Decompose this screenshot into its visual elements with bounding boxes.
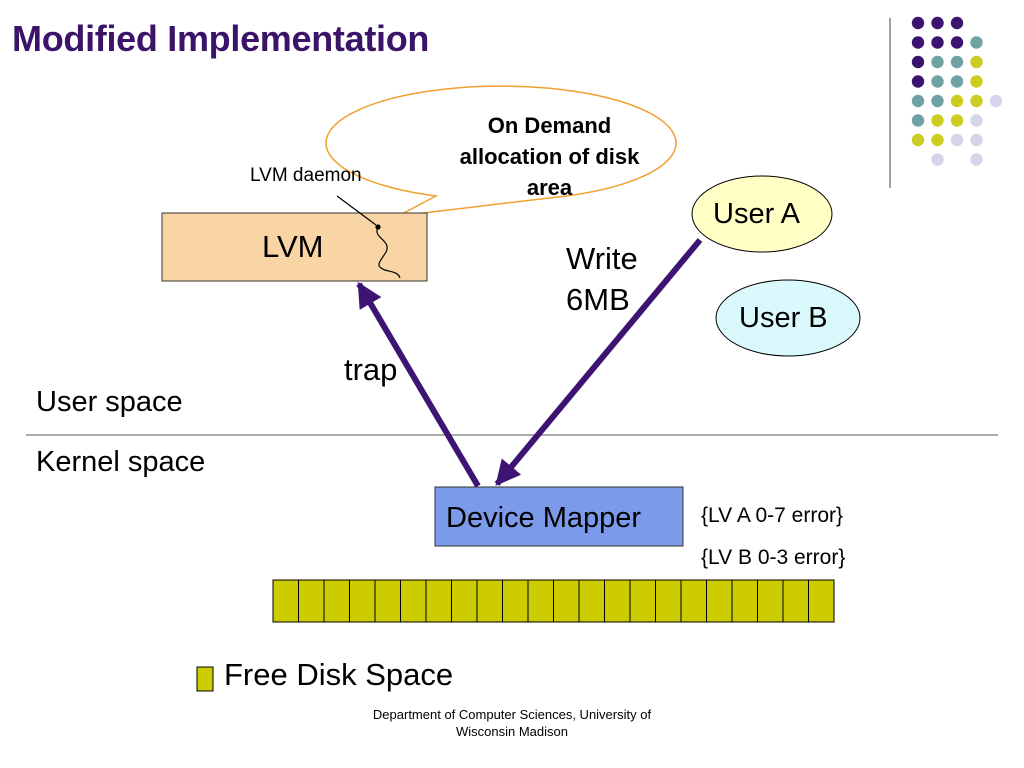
decorative-dot	[970, 36, 983, 49]
decorative-dot-grid	[911, 16, 1003, 166]
callout-line-3: area	[526, 175, 573, 200]
disk-block	[757, 579, 784, 623]
callout-bubble	[325, 85, 677, 217]
disk-block-row	[272, 579, 835, 623]
decorative-dot	[970, 133, 983, 147]
user-b-ellipse	[715, 279, 861, 357]
decorative-dot	[950, 114, 964, 127]
trap-arrow	[356, 281, 481, 488]
daemon-squiggle-icon	[376, 226, 401, 279]
callout-line-2: allocation of disk	[459, 144, 640, 169]
device-mapper-label: Device Mapper	[446, 502, 642, 534]
decorative-dot	[970, 55, 983, 69]
decorative-dot	[950, 75, 964, 88]
disk-block	[553, 579, 580, 623]
decorative-dot	[911, 75, 925, 88]
disk-block	[808, 579, 835, 623]
disk-block	[706, 579, 733, 623]
decorative-dot	[911, 94, 925, 108]
lvm-label: LVM	[262, 229, 324, 264]
decorative-dot	[931, 133, 944, 147]
decorative-dot	[950, 36, 964, 49]
decorative-dot	[911, 114, 925, 127]
footer-line-2: Wisconsin Madison	[456, 724, 568, 739]
decorative-dot	[931, 55, 944, 69]
disk-block	[476, 579, 503, 623]
decorative-dot	[970, 75, 983, 88]
decorative-dot	[950, 55, 964, 69]
decorative-dot	[911, 133, 925, 147]
user-space-label: User space	[36, 386, 183, 418]
lv-b-status: {LV B 0-3 error}	[701, 546, 846, 569]
disk-block	[272, 579, 299, 623]
decorative-dot	[911, 36, 925, 49]
disk-block	[425, 579, 452, 623]
disk-block	[451, 579, 478, 623]
disk-block	[527, 579, 554, 623]
lvm-daemon-label: LVM daemon	[250, 165, 362, 186]
decorative-dot	[950, 16, 964, 30]
decorative-dot	[931, 114, 944, 127]
disk-block	[680, 579, 707, 623]
decorative-dot	[950, 133, 964, 147]
lv-a-status: {LV A 0-7 error}	[701, 504, 844, 527]
write-label: Write	[566, 241, 638, 276]
decorative-dot	[970, 114, 983, 127]
write-size-label: 6MB	[566, 282, 630, 317]
device-mapper-box	[434, 486, 684, 547]
slide-title: Modified Implementation	[12, 18, 430, 59]
decorative-dot	[931, 36, 944, 49]
free-disk-space-swatch	[196, 666, 214, 692]
footer-line-1: Department of Computer Sciences, Univers…	[372, 707, 652, 722]
disk-block	[604, 579, 631, 623]
disk-block	[782, 579, 809, 623]
user-b-label: User B	[739, 302, 828, 334]
kernel-space-label: Kernel space	[36, 446, 206, 478]
decorative-dot	[970, 153, 983, 166]
user-a-ellipse	[691, 175, 833, 253]
disk-block	[400, 579, 427, 623]
write-arrow	[494, 238, 703, 486]
decorative-dot	[989, 94, 1003, 108]
user-a-label: User A	[713, 198, 801, 230]
disk-block	[655, 579, 682, 623]
decorative-dot	[931, 16, 944, 30]
disk-block	[298, 579, 325, 623]
callout-text: On Demand allocation of disk area	[432, 110, 667, 203]
decorative-dot	[970, 94, 983, 108]
disk-block	[323, 579, 350, 623]
disk-block	[502, 579, 529, 623]
slide-footer: Department of Computer Sciences, Univers…	[352, 706, 672, 740]
trap-label: trap	[344, 352, 398, 387]
callout-line-1: On Demand	[487, 113, 612, 138]
disk-block	[731, 579, 758, 623]
disk-block	[349, 579, 376, 623]
disk-block	[374, 579, 401, 623]
decorative-dot	[950, 94, 964, 108]
decorative-dot	[931, 75, 944, 88]
free-disk-space-label: Free Disk Space	[224, 657, 454, 692]
decorative-dot	[911, 16, 925, 30]
daemon-pointer-line	[336, 195, 377, 226]
decorative-dot	[931, 153, 944, 166]
decorative-dot	[931, 94, 944, 108]
disk-block	[629, 579, 656, 623]
decorative-dot	[911, 55, 925, 69]
disk-block	[578, 579, 605, 623]
